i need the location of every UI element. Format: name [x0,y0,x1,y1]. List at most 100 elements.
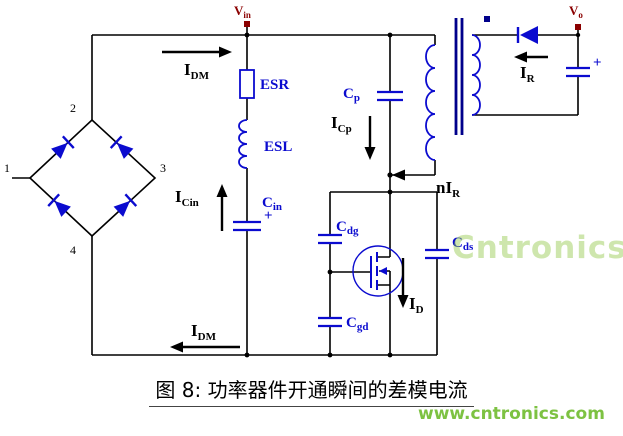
vo-main: V [569,3,579,18]
cin-plus-sign: + [264,208,273,224]
output-plus-sign: + [593,55,602,71]
icp-label: ICp [331,113,352,135]
bridge-diode-bottom-right [113,193,138,217]
transformer [425,16,490,161]
nir-sub: R [452,188,461,200]
vo-sub: o [578,10,583,20]
cp-sub: p [354,92,360,104]
cds-main: C [452,235,463,251]
idm-bottom-sub: DM [198,331,217,343]
output-diode [516,26,538,44]
diode-bar [109,135,123,149]
bridge-pin-1: 1 [4,161,10,175]
bridge-pin-4: 4 [70,243,76,257]
idm-sub: DM [191,70,210,82]
cgd-main: C [346,315,357,331]
mosfet [352,245,404,297]
junction-dot [327,269,333,275]
bridge-diode-top-left [51,135,75,159]
arrow-head [392,169,405,181]
diode-triangle [116,142,134,159]
esl-inductor [238,119,248,169]
ir-sub: R [527,73,536,85]
cds-capacitor [425,248,449,260]
cin-label: Cin [262,195,282,213]
figure-caption-text: 图 8: 功率器件开通瞬间的差模电流 [149,374,474,407]
icp-sub: Cp [338,123,352,135]
cgd-label: Cgd [346,315,368,333]
diode-bar [61,135,75,149]
watermark-url: www.cntronics.com [418,404,605,424]
diode-bar [47,193,61,207]
id-arrow [397,258,409,308]
cds-sub: ds [463,241,474,253]
mosfet-body-arrow [379,267,387,275]
arrow-head [216,184,228,197]
cp-main: C [343,86,354,102]
cdg-main: C [336,219,347,235]
junction-dot [387,189,393,195]
diode-bridge [28,118,157,238]
transformer-primary-winding [425,44,436,161]
mosfet-bars [370,252,378,290]
arrow-head [397,295,409,308]
vin-sub: in [243,10,251,20]
vin-terminal-marker [244,21,250,27]
cin-capacitor [233,220,261,232]
output-capacitor [566,66,590,78]
junction-dot [244,352,250,358]
icp-arrow [364,116,376,160]
esl-label: ESL [264,139,292,155]
circuit-wires [12,27,579,356]
bridge-diode-bottom-left [47,193,71,217]
nir-arrow [392,169,405,181]
idm-bottom-arrow [170,341,240,353]
arrow-head [170,341,183,353]
cp-capacitor [377,90,403,102]
transformer-secondary-winding [471,34,481,116]
cgd-sub: gd [357,321,369,333]
bridge-outline [28,118,157,238]
idm-top-label: IDM [184,60,210,82]
icin-main: I [175,187,182,206]
esr-resistor [239,69,255,99]
ir-main: I [520,63,527,82]
vo-label: Vo [569,3,583,20]
idm-bottom-label: IDM [191,321,217,343]
cdg-label: Cdg [336,219,359,237]
icin-arrow [216,184,228,231]
transformer-core [454,18,464,135]
ir-label: IR [520,63,536,85]
junction-dots [244,32,581,358]
cin-main: C [262,195,273,211]
nir-main: nI [436,178,452,197]
diode-bar [124,193,138,207]
cdg-capacitor [318,233,342,245]
junction-dot [327,352,333,358]
ir-arrow [514,51,548,63]
id-sub: D [416,304,424,316]
vin-label: Vin [234,3,251,20]
idm-top-arrow [162,46,232,58]
figure-caption: 图 8: 功率器件开通瞬间的差模电流 [0,374,623,407]
id-main: I [409,294,416,313]
cdg-sub: dg [347,225,359,237]
junction-dot [244,32,250,38]
diode-triangle [520,26,538,44]
cp-label: Cp [343,86,360,104]
junction-dot [575,32,581,38]
icin-sub: Cin [182,197,199,209]
cin-sub: in [273,201,282,213]
junction-dot [387,32,393,38]
icp-main: I [331,113,338,132]
nir-label: nIR [436,178,461,200]
esr-label: ESR [260,77,289,93]
cgd-capacitor [318,316,342,328]
vo-terminal-marker [575,24,581,30]
bridge-pin-2: 2 [70,101,76,115]
arrow-head [514,51,527,63]
diode-triangle [51,142,68,159]
bridge-pin-3: 3 [160,161,166,175]
